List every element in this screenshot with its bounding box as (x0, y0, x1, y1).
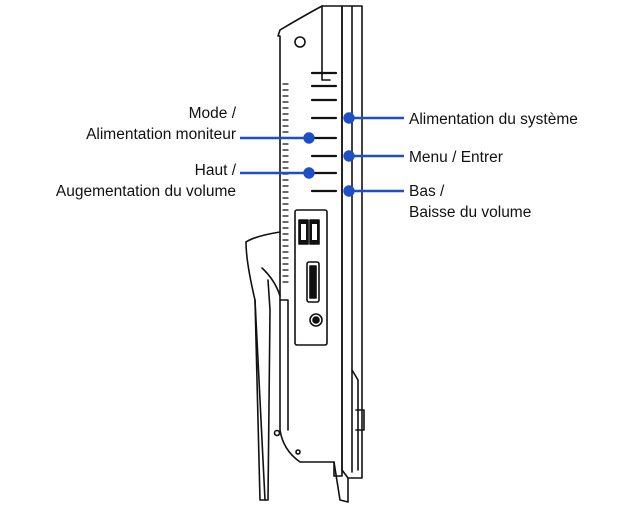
label-up: Haut / Augementation du volume (56, 160, 236, 202)
vent-ticks (282, 83, 289, 283)
label-down-line2: Baisse du volume (409, 204, 532, 221)
label-menu: Menu / Entrer (409, 147, 503, 168)
label-up-line2: Augementation du volume (55, 183, 236, 200)
monitor-side-profile (245, 5, 365, 503)
rear-housing-outline (277, 5, 343, 477)
usb-port-2-slot (312, 224, 317, 240)
front-bezel (341, 5, 363, 479)
callout-dot-mode (303, 132, 315, 144)
ports-panel (294, 209, 328, 346)
label-down-line1: Bas / (409, 183, 445, 200)
screw-hole (294, 36, 306, 48)
label-mode-line2: Alimentation moniteur (86, 126, 236, 143)
label-mode-line1: Mode / (188, 105, 236, 122)
callout-dot-up (303, 167, 315, 179)
base-dot (295, 449, 301, 455)
bezel-bottom-tab (355, 409, 365, 431)
stand-base-foot (333, 461, 349, 503)
audio-jack-inner (312, 316, 320, 324)
stand-leg-inner (254, 299, 266, 501)
housing-step-line (321, 5, 331, 81)
label-system-power: Alimentation du système (409, 109, 578, 130)
stand-hinge-block (279, 299, 289, 431)
usb-port-1-slot (301, 224, 306, 240)
callouts (240, 112, 404, 197)
io-panel-outline (294, 209, 328, 346)
side-buttons (310, 71, 338, 193)
callout-dot-down (343, 185, 355, 197)
stand-back-leg (261, 267, 281, 297)
audio-jack (309, 313, 323, 327)
stand-top-arc (245, 231, 281, 243)
hinge-dot (273, 429, 281, 437)
label-system-power-line1: Alimentation du système (409, 111, 578, 128)
bezel-lower-chin (351, 369, 359, 471)
label-up-line1: Haut / (194, 162, 236, 179)
callout-dot-menu (343, 150, 355, 162)
card-reader-slot (306, 261, 320, 303)
card-reader-inner (309, 265, 317, 299)
label-mode: Mode / Alimentation moniteur (86, 103, 236, 145)
label-down: Bas / Baisse du volume (409, 181, 531, 223)
callout-dot-system-power (343, 112, 355, 124)
label-menu-line1: Menu / Entrer (409, 149, 503, 166)
